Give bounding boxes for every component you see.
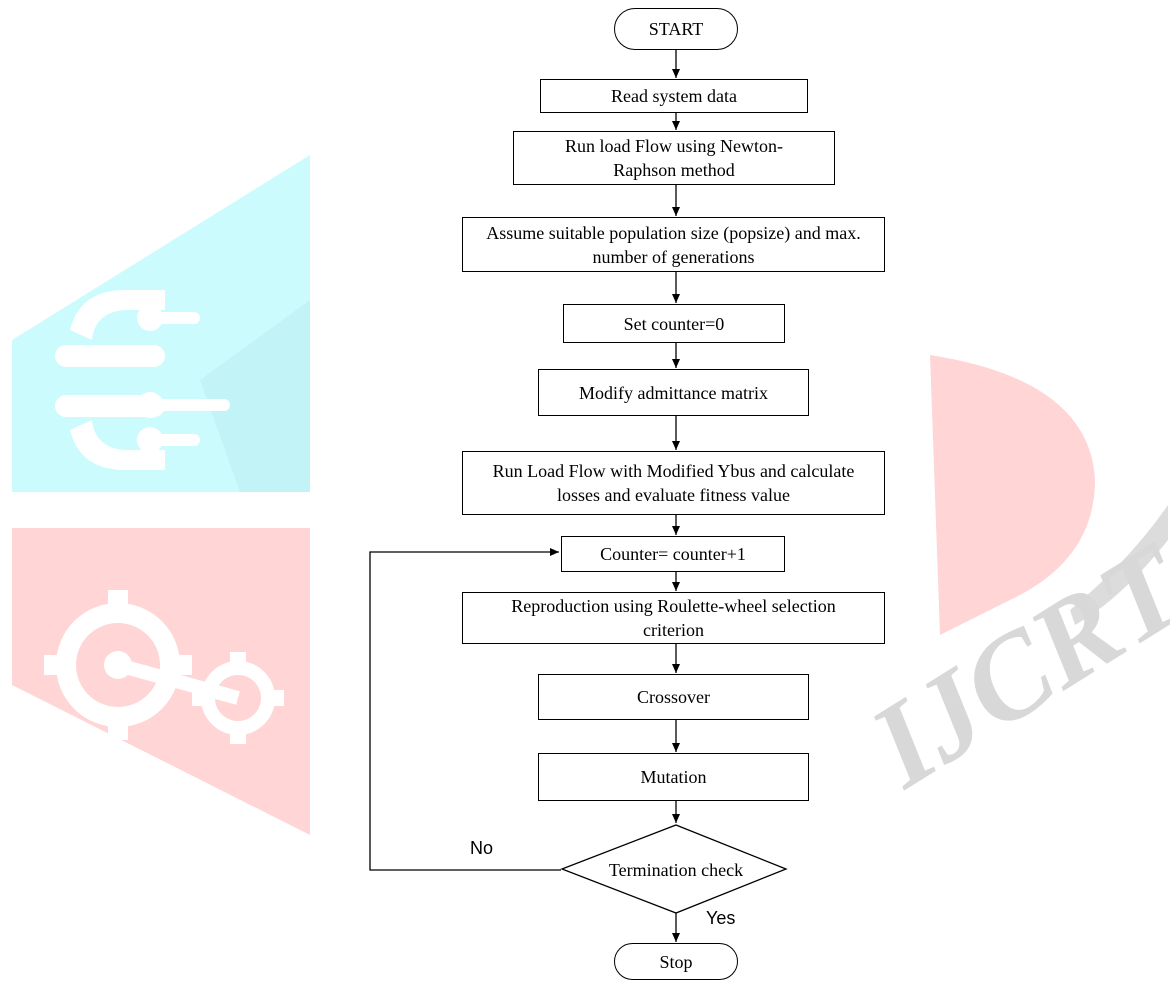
yes-label: Yes bbox=[706, 908, 736, 928]
step-label: Run Load Flow with Modified Ybus and cal… bbox=[492, 461, 855, 505]
step-label: Set counter=0 bbox=[623, 313, 725, 334]
watermark-gray-swoosh bbox=[1070, 505, 1168, 625]
step-label: Run load Flow using Newton-Raphson metho… bbox=[565, 136, 783, 180]
stop-label: Stop bbox=[659, 951, 693, 972]
gears-icon bbox=[44, 590, 284, 744]
step-run-load-flow: Run load Flow using Newton-Raphson metho… bbox=[513, 131, 835, 185]
step-label: Mutation bbox=[640, 767, 707, 787]
decision-label: Termination check bbox=[608, 859, 744, 880]
step-set-counter: Set counter=0 bbox=[563, 304, 785, 343]
step-read-system-data: Read system data bbox=[540, 79, 808, 113]
step-label: Crossover bbox=[637, 687, 710, 707]
step-label: Read system data bbox=[611, 86, 737, 106]
step-counter-increment: Counter= counter+1 bbox=[561, 536, 785, 572]
cloud-circuit-icon bbox=[55, 290, 230, 470]
watermark-cyan-shadow bbox=[200, 300, 310, 492]
arrow-no-loop-back bbox=[369, 548, 561, 871]
decision-diamond bbox=[560, 824, 788, 914]
no-label: No bbox=[470, 838, 494, 858]
step-assume-population: Assume suitable population size (popsize… bbox=[462, 217, 885, 272]
watermark-red-arc bbox=[930, 355, 1095, 635]
step-crossover: Crossover bbox=[538, 674, 809, 720]
start-terminal: START bbox=[614, 8, 738, 50]
step-mutation: Mutation bbox=[538, 753, 809, 801]
step-label: Counter= counter+1 bbox=[600, 544, 746, 564]
step-modify-admittance: Modify admittance matrix bbox=[538, 369, 809, 416]
step-run-load-flow-ybus: Run Load Flow with Modified Ybus and cal… bbox=[462, 451, 885, 515]
stop-terminal: Stop bbox=[614, 943, 738, 980]
step-label: Modify admittance matrix bbox=[579, 382, 768, 403]
step-reproduction: Reproduction using Roulette-wheel select… bbox=[462, 592, 885, 644]
start-label: START bbox=[648, 19, 704, 39]
step-label: Reproduction using Roulette-wheel select… bbox=[511, 596, 836, 640]
step-label: Assume suitable population size (popsize… bbox=[486, 222, 861, 267]
